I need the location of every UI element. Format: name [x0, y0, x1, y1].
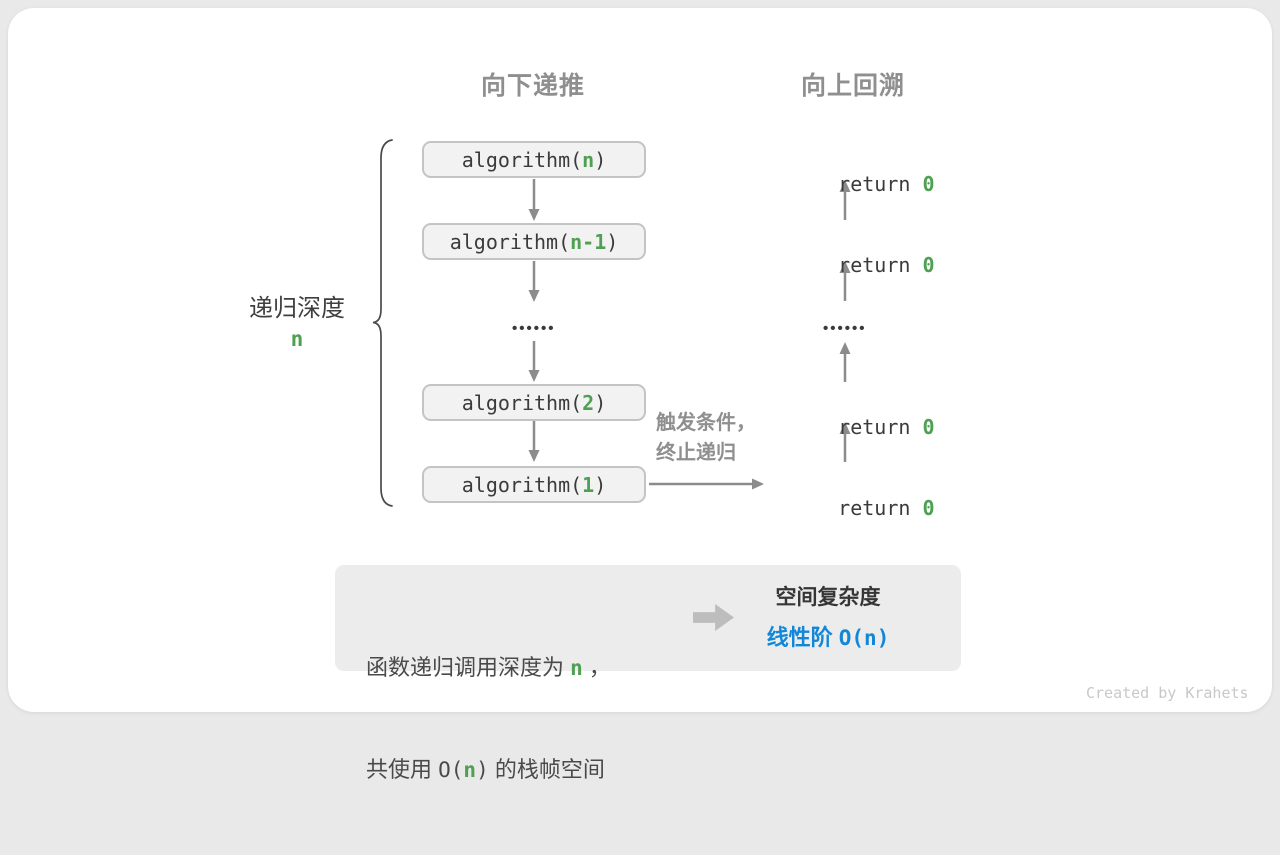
- header-upward-backtracking: 向上回溯: [801, 72, 906, 100]
- base-case-note: 触发条件， 终止递归: [656, 408, 756, 468]
- summary-line1-pre: 函数递归调用深度为: [366, 655, 571, 680]
- summary-line2-var: n: [463, 758, 477, 782]
- call-box-text: algorithm(: [461, 390, 583, 415]
- return-row-4: return 0: [790, 472, 934, 520]
- summary-line2-pre: 共使用: [366, 757, 439, 782]
- call-box-algorithm-n: algorithm(n): [422, 141, 646, 178]
- watermark: Created by Krahets: [1086, 684, 1249, 702]
- diagram-card: 向下递推 向上回溯 递归深度 n algorithm(n) algorithm(…: [8, 8, 1272, 782]
- call-box-arg: n: [582, 147, 595, 172]
- return-text: return: [838, 415, 923, 439]
- return-value: 0: [922, 253, 935, 277]
- summary-right-text: 空间复杂度 线性阶 O(n): [735, 581, 921, 652]
- depth-label: 递归深度: [249, 295, 345, 322]
- return-text: return: [838, 496, 923, 520]
- call-box-text: algorithm(: [461, 472, 583, 497]
- summary-line2-code-post: ): [476, 758, 489, 782]
- return-value: 0: [922, 496, 935, 520]
- call-box-algorithm-2: algorithm(2): [422, 384, 646, 421]
- stack-ellipsis: ••••••: [512, 320, 556, 337]
- return-row-3: return 0: [790, 391, 934, 439]
- return-row-2: return 0: [790, 229, 934, 277]
- return-value: 0: [922, 172, 935, 196]
- call-box-arg: 2: [582, 390, 595, 415]
- base-case-note-line1: 触发条件，: [656, 412, 756, 434]
- returns-ellipsis: ••••••: [823, 320, 867, 337]
- call-box-text: algorithm(: [461, 147, 583, 172]
- depth-brace: [372, 139, 393, 507]
- summary-line1-post: ，: [582, 655, 611, 680]
- call-box-algorithm-1: algorithm(1): [422, 466, 646, 503]
- return-text: return: [838, 172, 923, 196]
- summary-line2-code-pre: O(: [438, 758, 464, 782]
- summary-left-text: 函数递归调用深度为 n ， 共使用 O(n) 的栈帧空间: [366, 583, 611, 855]
- implies-arrow-icon: [693, 604, 734, 631]
- call-box-text: ): [606, 229, 619, 254]
- summary-line1-var: n: [570, 656, 583, 680]
- summary-line1: 函数递归调用深度为 n ，: [366, 651, 611, 685]
- header-downward-recursion: 向下递推: [481, 72, 586, 100]
- space-complexity-notation: O(n): [838, 626, 890, 650]
- summary-box: 函数递归调用深度为 n ， 共使用 O(n) 的栈帧空间 空间复杂度 线性阶 O…: [335, 565, 961, 782]
- call-box-text: ): [594, 147, 607, 172]
- space-complexity-order: 线性阶: [766, 625, 839, 650]
- space-complexity-title: 空间复杂度: [775, 586, 881, 609]
- return-row-1: return 0: [790, 148, 934, 196]
- call-box-text: ): [594, 472, 607, 497]
- call-box-algorithm-n-1: algorithm(n-1): [422, 223, 646, 260]
- base-case-note-line2: 终止递归: [656, 442, 736, 464]
- summary-line2: 共使用 O(n) 的栈帧空间: [366, 753, 611, 787]
- return-value: 0: [922, 415, 935, 439]
- call-box-text: algorithm(: [449, 229, 571, 254]
- space-complexity-value: 线性阶 O(n): [735, 620, 921, 652]
- depth-value: n: [290, 327, 304, 351]
- call-box-text: ): [594, 390, 607, 415]
- summary-line2-post: 的栈帧空间: [488, 757, 605, 782]
- call-box-arg: n-1: [570, 229, 607, 254]
- call-box-arg: 1: [582, 472, 595, 497]
- return-text: return: [838, 253, 923, 277]
